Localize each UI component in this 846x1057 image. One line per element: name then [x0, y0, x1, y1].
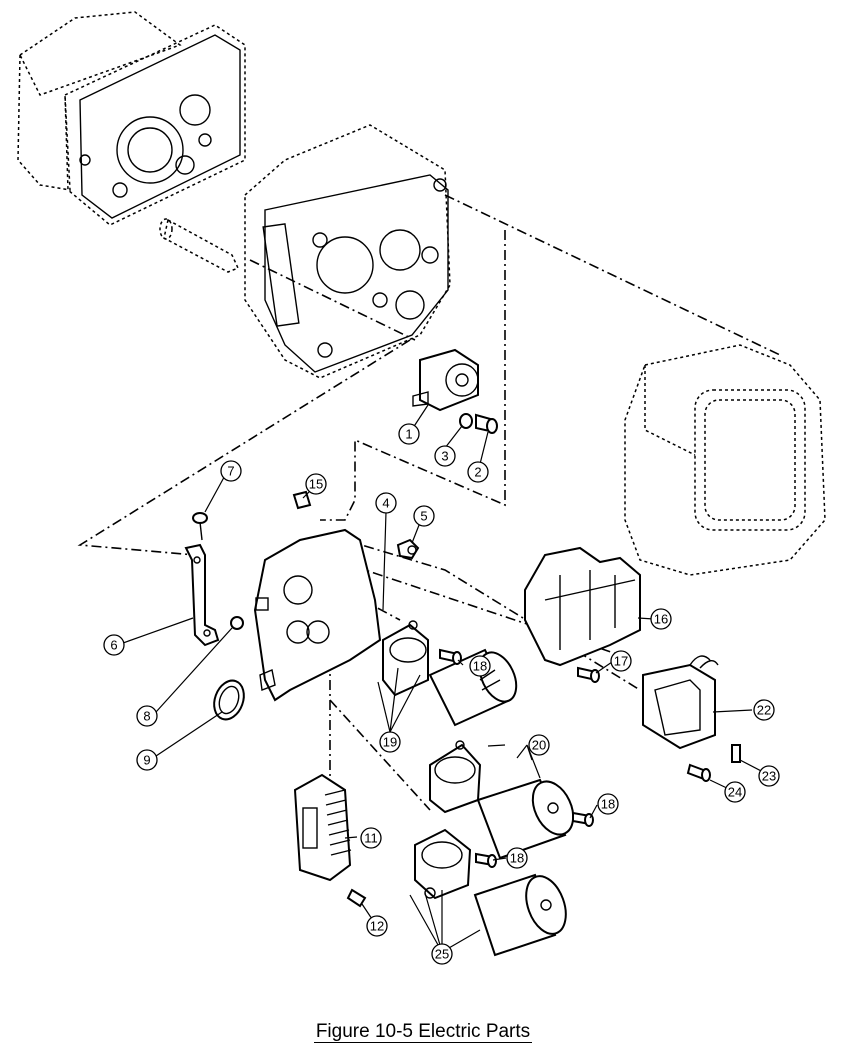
- part-17-screw: [577, 666, 600, 683]
- svg-text:18: 18: [473, 659, 487, 674]
- callout-15: 15: [305, 473, 327, 495]
- part-9-ring: [213, 679, 245, 721]
- callout-17: 17: [610, 650, 632, 672]
- svg-text:20: 20: [532, 738, 546, 753]
- callout-18-c: 18: [506, 847, 528, 869]
- capacitor-lower: [473, 873, 567, 957]
- svg-text:18: 18: [510, 851, 524, 866]
- part-4-mounting-plate: [253, 528, 382, 702]
- part-23-pin: [731, 744, 741, 763]
- callout-8: 8: [136, 705, 158, 727]
- callout-11: 11: [360, 827, 382, 849]
- part-18-screw-b: [572, 811, 594, 827]
- part-12-screw: [346, 888, 367, 908]
- part-3-washer: [459, 413, 473, 429]
- part-22-switch-box: [642, 655, 719, 750]
- callout-25: 25: [431, 943, 453, 965]
- part-15-screw: [292, 490, 312, 510]
- part-5-bushing: [396, 538, 420, 560]
- callout-5: 5: [413, 505, 435, 527]
- svg-text:4: 4: [382, 496, 389, 511]
- part-25-capacitor-clamp: [414, 828, 472, 900]
- part-8-screw: [230, 616, 244, 630]
- svg-text:9: 9: [143, 753, 150, 768]
- callout-12: 12: [366, 915, 388, 937]
- svg-text:1: 1: [405, 427, 412, 442]
- svg-text:16: 16: [654, 612, 668, 627]
- motor-cover: [624, 344, 826, 576]
- svg-text:12: 12: [370, 919, 384, 934]
- callout-7: 7: [220, 460, 242, 482]
- svg-text:3: 3: [441, 449, 448, 464]
- part-20-capacitor-clamp: [429, 740, 482, 814]
- callout-9: 9: [136, 749, 158, 771]
- svg-text:2: 2: [474, 465, 481, 480]
- part-11-terminal-block: [293, 773, 352, 882]
- callout-6: 6: [103, 634, 125, 656]
- callout-18-b: 18: [597, 793, 619, 815]
- motor-frame: [244, 124, 451, 379]
- part-16-contactor: [524, 546, 641, 667]
- gear-housing: [17, 11, 246, 226]
- figure-caption: Figure 10-5 Electric Parts: [0, 1021, 846, 1043]
- callout-23: 23: [758, 765, 780, 787]
- shaft: [159, 218, 240, 273]
- svg-text:22: 22: [757, 703, 771, 718]
- callout-4: 4: [375, 492, 397, 514]
- svg-text:5: 5: [420, 509, 427, 524]
- svg-text:11: 11: [364, 831, 378, 846]
- part-1-switch: [412, 348, 479, 412]
- callout-2: 2: [467, 461, 489, 483]
- svg-text:19: 19: [383, 735, 397, 750]
- part-2-screw: [475, 413, 498, 434]
- svg-text:18: 18: [601, 797, 615, 812]
- svg-text:8: 8: [143, 709, 150, 724]
- svg-text:23: 23: [762, 769, 776, 784]
- svg-text:25: 25: [435, 947, 449, 962]
- svg-text:24: 24: [728, 785, 742, 800]
- callout-20: 20: [528, 734, 550, 756]
- part-19-capacitor-clamp: [382, 620, 429, 697]
- figure-caption-text: Figure 10-5 Electric Parts: [313, 1021, 533, 1043]
- part-24-screw: [686, 763, 711, 782]
- callout-24: 24: [724, 781, 746, 803]
- callout-16: 16: [650, 608, 672, 630]
- svg-text:15: 15: [309, 477, 323, 492]
- callout-3: 3: [434, 445, 456, 467]
- part-6-bracket: [184, 543, 220, 647]
- part-18-screw-c: [475, 852, 497, 868]
- capacitor-middle: [476, 778, 575, 860]
- callout-18-a: 18: [469, 655, 491, 677]
- part-18-screw-a: [439, 648, 462, 665]
- callout-1: 1: [398, 423, 420, 445]
- part-7-screw: [192, 512, 208, 541]
- exploded-parts-diagram: 1 2 3 4 5 6 7 8 9 11 12 15 16 17 18 18 1…: [17, 11, 826, 965]
- callout-19: 19: [379, 731, 401, 753]
- callout-22: 22: [753, 699, 775, 721]
- svg-text:17: 17: [614, 654, 628, 669]
- svg-text:6: 6: [110, 638, 117, 653]
- svg-text:7: 7: [227, 464, 234, 479]
